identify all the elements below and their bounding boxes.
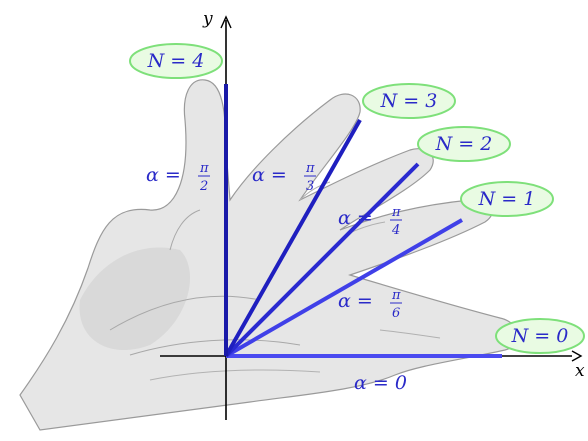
alpha-pi-3-prefix: α =	[252, 164, 287, 186]
finger-label-n1-text: N = 1	[478, 188, 536, 210]
alpha-pi-6-prefix: α =	[338, 290, 373, 312]
finger-crease-1	[299, 181, 331, 201]
finger-label-n3-text: N = 3	[380, 90, 438, 112]
finger-label-n4-ellipse	[129, 43, 223, 79]
alpha-pi-6-num: π	[391, 288, 401, 303]
y-axis-label: y	[202, 9, 213, 29]
alpha-0-text: α = 0	[354, 372, 407, 394]
alpha-pi-4-num: π	[391, 205, 401, 220]
finger-label-n3-ellipse	[362, 83, 456, 119]
finger-label-n4: N = 4	[129, 43, 223, 79]
hand-shading	[79, 247, 190, 350]
palm-crease-1	[109, 295, 261, 331]
palm-crease-2	[129, 339, 301, 356]
alpha-pi-3-num: π	[305, 161, 315, 176]
angle-label-alpha-pi-2: α = π 2	[146, 161, 210, 194]
finger-labels: N = 4 N = 3 N = 2 N = 1 N = 0	[129, 43, 585, 354]
alpha-pi-3-den: 3	[306, 179, 314, 194]
finger-label-n3: N = 3	[362, 83, 456, 119]
x-axis-arrowhead	[571, 350, 583, 362]
alpha-pi-4-prefix: α =	[338, 207, 373, 229]
angle-label-alpha-0: α = 0	[354, 372, 407, 394]
angle-label-alpha-pi-4: α = π 4	[338, 205, 402, 238]
finger-crease-3	[379, 329, 441, 339]
ray-alpha-pi-4	[224, 162, 420, 358]
alpha-pi-6-den: 6	[392, 306, 400, 321]
finger-label-n2: N = 2	[417, 126, 511, 162]
ray-alpha-pi-3	[224, 119, 362, 357]
ray-alpha-pi-6	[225, 218, 463, 358]
angle-rays	[224, 84, 502, 358]
finger-label-n0: N = 0	[495, 318, 585, 354]
finger-label-n1-ellipse	[460, 181, 554, 217]
angle-label-alpha-pi-3: α = π 3	[252, 161, 316, 194]
alpha-pi-2-den: 2	[199, 179, 208, 194]
y-axis-arrowhead	[220, 15, 232, 29]
palm-crease-3	[149, 369, 321, 381]
finger-label-n2-text: N = 2	[435, 133, 493, 155]
alpha-pi-2-num: π	[199, 161, 209, 176]
finger-label-n0-ellipse	[495, 318, 585, 354]
finger-label-n0-text: N = 0	[511, 325, 569, 347]
finger-label-n2-ellipse	[417, 126, 511, 162]
x-axis-label: x	[575, 361, 585, 381]
thumb-crease	[169, 209, 201, 251]
finger-label-n4-text: N = 4	[147, 50, 205, 72]
angle-labels: α = 0 α = π 6 α = π 4 α = π 3 α = π 2	[146, 161, 407, 394]
angle-label-alpha-pi-6: α = π 6	[338, 288, 402, 321]
alpha-pi-4-den: 4	[391, 223, 400, 238]
alpha-pi-2-prefix: α =	[146, 164, 181, 186]
hand-illustration	[19, 79, 519, 431]
finger-label-n1: N = 1	[460, 181, 554, 217]
